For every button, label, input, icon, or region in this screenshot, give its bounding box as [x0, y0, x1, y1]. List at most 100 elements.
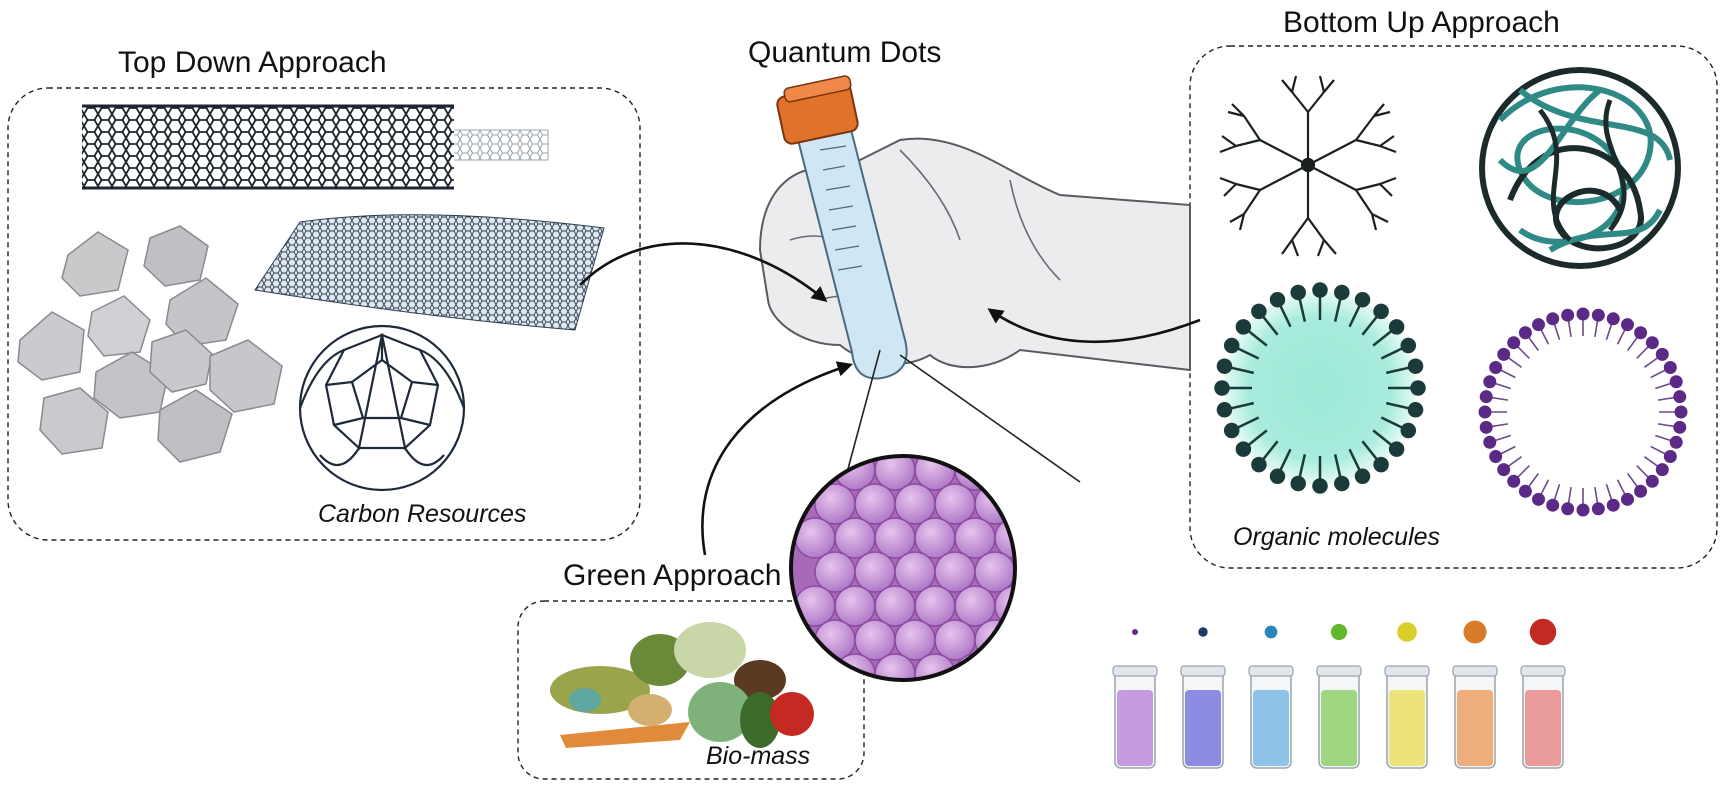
quantum-dot-size-row [1132, 618, 1557, 646]
lipid-head [1478, 405, 1492, 419]
lipid-head [1479, 390, 1493, 404]
micelle-head [1223, 422, 1240, 439]
lipid-head [1634, 484, 1648, 498]
qd-sphere [1035, 450, 1075, 490]
top-down-title: Top Down Approach [118, 46, 387, 79]
lipid-head [1489, 361, 1503, 375]
micelle-head [1388, 319, 1405, 335]
quantum-dot-sample [1264, 625, 1278, 639]
carbon-nanotube-illustration [82, 104, 549, 190]
arrow-from-green [701, 361, 853, 556]
qd-sphere [1014, 483, 1015, 525]
qd-sphere [1055, 552, 1095, 592]
micelle-head [1354, 468, 1371, 485]
vial-liquid [1457, 690, 1493, 766]
qd-sphere [874, 517, 916, 559]
lipid-head [1561, 502, 1575, 516]
vial-rim [1452, 665, 1498, 677]
fullerene-illustration [298, 324, 466, 492]
qd-sphere [1035, 518, 1075, 558]
qd-sphere [1055, 620, 1095, 660]
lipid-head [1507, 336, 1521, 350]
quantum-dots-title: Quantum Dots [748, 36, 941, 69]
micelle-head [1216, 358, 1233, 374]
bottom-up-title: Bottom Up Approach [1283, 6, 1560, 39]
lipid-head [1546, 498, 1560, 512]
graphene-sheet-illustration [254, 214, 605, 331]
vial-liquid [1525, 690, 1561, 766]
lipid-head [1669, 435, 1683, 449]
vial-rim [1112, 665, 1158, 677]
micelle-head [1235, 319, 1252, 335]
qd-sphere [914, 585, 956, 627]
colored-vials-row [1112, 665, 1566, 769]
lipid-head [1673, 390, 1687, 404]
micelle-head [1410, 380, 1426, 396]
micelle-head [1290, 475, 1306, 492]
micelle-head [1312, 282, 1328, 298]
micelle-head [1223, 337, 1240, 354]
qd-sphere [994, 517, 1015, 559]
qd-sphere [914, 517, 956, 559]
qd-sphere [934, 551, 976, 593]
qd-sphere [834, 517, 876, 559]
qd-sphere [1035, 586, 1075, 626]
micelle-head [1312, 478, 1328, 494]
lipid-head [1674, 405, 1688, 419]
micelle-head [1334, 475, 1350, 492]
lipid-head [1561, 308, 1575, 322]
carbon-crystals-illustration [17, 225, 283, 463]
qd-sphere [1014, 619, 1015, 661]
vial-rim [1520, 665, 1566, 677]
qd-sphere [834, 456, 876, 491]
lipid-head [1591, 308, 1605, 322]
lipid-head [1497, 463, 1511, 477]
lipid-head [1645, 474, 1659, 488]
lipid-head [1518, 326, 1532, 340]
qd-sphere [934, 619, 976, 661]
qd-sphere [794, 653, 836, 680]
micelle-head [1407, 358, 1424, 374]
lipid-head [1645, 336, 1659, 350]
lipid-head [1606, 498, 1620, 512]
micelle-head [1373, 303, 1389, 320]
lipid-head [1497, 347, 1511, 361]
arrow-from-top-down [579, 242, 828, 302]
organic-molecules-label: Organic molecules [1233, 523, 1440, 551]
qd-sphere [834, 585, 876, 627]
micelle-head [1269, 291, 1286, 308]
lipid-head [1532, 492, 1546, 506]
qd-sphere [894, 551, 936, 593]
qd-sphere [934, 483, 976, 525]
green-approach-box [517, 600, 865, 780]
zoom-lines [844, 349, 1081, 483]
vial-liquid [1321, 690, 1357, 766]
micelle-head [1354, 291, 1371, 308]
polymer-coil-illustration [1479, 67, 1681, 269]
quantum-dot-sample [1463, 620, 1487, 644]
lipid-head [1576, 307, 1590, 321]
lipid-head [1576, 503, 1590, 517]
micelle-head [1373, 456, 1389, 473]
lipid-head [1663, 361, 1677, 375]
lipid-head [1518, 484, 1532, 498]
quantum-dot-lattice-illustration [789, 450, 1095, 682]
bottom-up-box [1189, 45, 1718, 569]
quantum-dot-sample [1132, 629, 1138, 635]
lipid-head [1655, 463, 1669, 477]
qd-sphere [1055, 484, 1095, 524]
lipid-head [1634, 326, 1648, 340]
vial-rim [1316, 665, 1362, 677]
vial-rim [1180, 665, 1226, 677]
qd-sphere [814, 619, 856, 661]
lipid-head [1483, 435, 1497, 449]
vial-liquid [1185, 690, 1221, 766]
micelle-head [1407, 402, 1424, 418]
micelle-head [1235, 441, 1252, 457]
micelle-illustration [1214, 282, 1426, 494]
biomass-illustration [550, 622, 814, 748]
qd-sphere [894, 619, 936, 661]
vial-rim [1248, 665, 1294, 677]
micelle-head [1400, 337, 1417, 354]
carbon-resources-label: Carbon Resources [318, 500, 526, 528]
